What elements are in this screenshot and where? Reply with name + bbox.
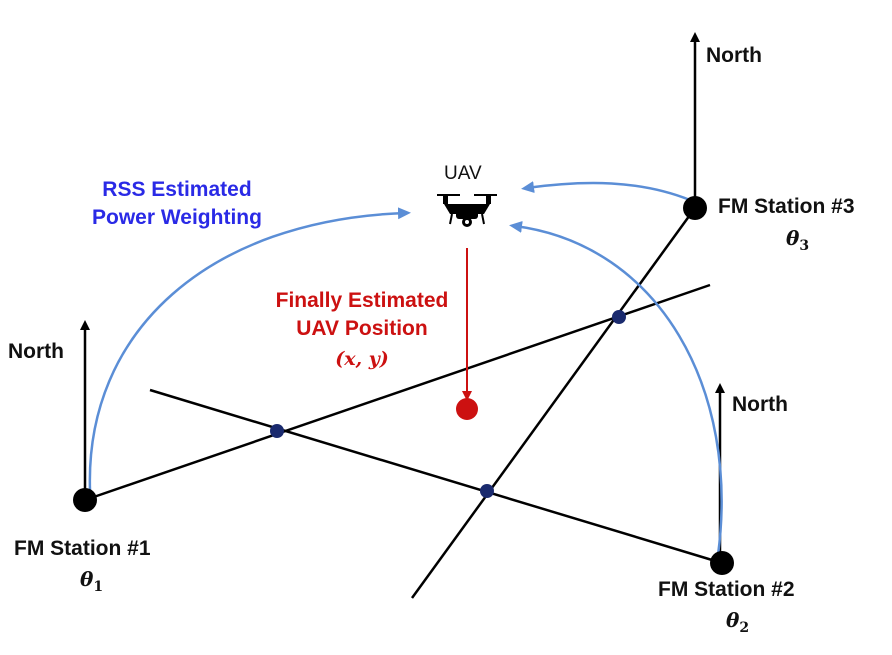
station-3-marker (683, 196, 707, 220)
weighting-label-line2: Power Weighting (92, 206, 262, 229)
north-label-station-3: North (706, 44, 762, 67)
intersection-point-1-2 (612, 310, 626, 324)
north-label-station-2: North (732, 393, 788, 416)
weighting-label: RSS Estimated Power Weighting (92, 176, 262, 232)
station-2-theta: θ2 (726, 608, 750, 636)
station-2-marker (710, 551, 734, 575)
station-2-label: FM Station #2 (658, 578, 795, 601)
bearing-line-station-2 (149, 388, 723, 565)
estimated-position-dot (456, 398, 478, 420)
estimate-label-line1: Finally Estimated (275, 289, 449, 312)
uav-label: UAV (444, 163, 482, 184)
station-1-marker (73, 488, 97, 512)
weighting-arc-station-2 (509, 220, 723, 556)
estimate-label-line2: UAV Position (296, 317, 428, 340)
intersection-point-1-3 (270, 424, 284, 438)
station-3-label: FM Station #3 (718, 195, 855, 218)
station-1-label: FM Station #1 (14, 537, 151, 560)
station-1-theta: θ1 (80, 567, 104, 595)
estimate-label: Finally Estimated UAV Position (x, y) (262, 287, 462, 373)
estimate-coordinates: (x, y) (335, 348, 389, 370)
drone-icon (437, 194, 497, 227)
weighting-arc-station-1 (88, 207, 411, 491)
intersection-point-2-3 (480, 484, 494, 498)
bearing-line-station-3 (410, 207, 697, 599)
north-label-station-1: North (8, 340, 64, 363)
station-3-theta: θ3 (786, 226, 810, 254)
bearing-line-station-1 (84, 283, 711, 502)
weighting-arc-station-3 (521, 181, 691, 202)
weighting-label-line1: RSS Estimated (102, 178, 252, 201)
